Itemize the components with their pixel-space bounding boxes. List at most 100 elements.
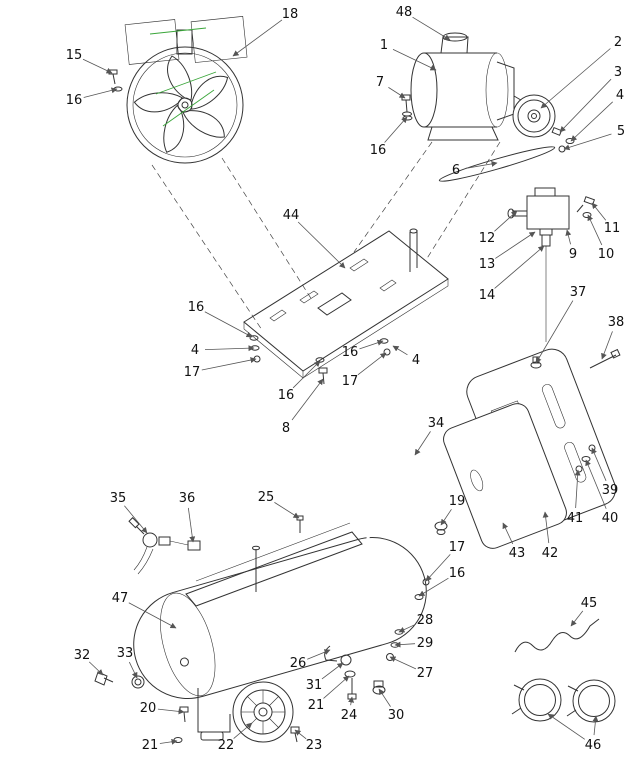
part-label-28: 28	[417, 613, 434, 628]
part-label-23: 23	[306, 738, 323, 753]
part-label-17: 17	[449, 540, 466, 555]
part-label-16: 16	[342, 345, 359, 360]
part-label-4: 4	[616, 88, 624, 103]
drain-valve-assembly	[128, 517, 201, 575]
leader-line-27	[389, 656, 417, 670]
leader-line-3	[559, 78, 612, 133]
power-cable	[514, 618, 600, 653]
leader-line-20	[157, 708, 185, 715]
fan-washer-16	[113, 86, 123, 92]
part-label-33: 33	[117, 646, 134, 661]
leader-line-47	[128, 602, 177, 629]
part-label-32: 32	[74, 648, 91, 663]
baseplate	[243, 228, 449, 385]
pulley-fasteners	[551, 126, 575, 153]
part-label-39: 39	[602, 483, 619, 498]
part-label-29: 29	[417, 636, 434, 651]
switch-screws	[576, 196, 596, 218]
leader-line-39	[591, 447, 607, 481]
leader-line-16	[292, 360, 321, 389]
wheel	[232, 681, 300, 743]
leader-line-12	[494, 210, 518, 232]
fitting-32	[94, 671, 114, 686]
part-label-4: 4	[412, 353, 420, 368]
leader-line-8	[291, 378, 324, 421]
part-label-1: 1	[380, 38, 388, 53]
part-label-21: 21	[142, 738, 159, 753]
leader-line-29	[394, 641, 416, 648]
leader-line-9	[565, 229, 572, 245]
leader-line-21	[323, 675, 350, 699]
part-label-18: 18	[282, 7, 299, 22]
leader-line-37	[535, 300, 574, 364]
part-label-48: 48	[396, 5, 413, 20]
fan	[126, 46, 244, 164]
hose-coil-right	[566, 679, 616, 723]
motor	[410, 32, 527, 141]
part-label-38: 38	[608, 315, 625, 330]
part-label-31: 31	[306, 678, 323, 693]
part-label-16: 16	[66, 93, 83, 108]
leader-line-25	[274, 502, 300, 519]
part-label-25: 25	[258, 490, 275, 505]
leader-line-40	[585, 459, 607, 509]
leader-line-41	[574, 469, 581, 509]
cap-nut-33	[131, 675, 145, 689]
leader-line-23	[294, 729, 307, 740]
part-label-5: 5	[617, 124, 625, 139]
part-label-17: 17	[342, 374, 359, 389]
part-label-16: 16	[449, 566, 466, 581]
leader-line-45	[570, 610, 584, 627]
leader-line-34	[414, 431, 431, 456]
leader-line-36	[187, 507, 196, 543]
drain-fitting-36	[187, 540, 201, 551]
leader-line-38	[601, 331, 613, 360]
leader-line-14	[494, 245, 545, 289]
leader-line-43	[502, 522, 514, 545]
leader-line-24	[348, 696, 355, 706]
cylinder-head-center	[176, 29, 193, 55]
leader-line-13	[495, 231, 536, 259]
leader-line-35	[124, 505, 148, 534]
part-label-13: 13	[479, 257, 496, 272]
leader-line-4	[392, 345, 408, 356]
part-label-43: 43	[509, 546, 526, 561]
part-label-6: 6	[452, 163, 460, 178]
leader-line-17	[425, 554, 451, 582]
hose-coil-left	[511, 678, 562, 722]
part-label-15: 15	[66, 48, 83, 63]
leader-line-17	[201, 357, 257, 371]
leader-line-26	[307, 649, 331, 660]
leader-line-31	[321, 662, 344, 680]
leader-line-4	[204, 345, 255, 352]
leader-line-16	[204, 311, 253, 338]
part-label-16: 16	[370, 143, 387, 158]
part-label-4: 4	[191, 343, 199, 358]
part-label-36: 36	[179, 491, 196, 506]
leader-line-42	[542, 511, 550, 544]
drive-belt	[438, 146, 556, 182]
part-label-22: 22	[218, 738, 235, 753]
part-label-41: 41	[567, 511, 584, 526]
part-label-8: 8	[282, 421, 290, 436]
wheel-spokes	[241, 690, 285, 734]
part-label-16: 16	[278, 388, 295, 403]
leader-line-22	[233, 722, 253, 739]
part-label-44: 44	[283, 208, 300, 223]
leader-line-28	[398, 623, 417, 633]
cylinder-fins-right	[190, 16, 248, 63]
part-label-14: 14	[479, 288, 496, 303]
belt-guard-front	[443, 403, 567, 549]
part-label-17: 17	[184, 365, 201, 380]
platform-stud-25	[296, 515, 304, 533]
leader-line-17	[357, 352, 387, 376]
baseplate-pipe	[409, 228, 418, 272]
part-label-47: 47	[112, 591, 129, 606]
part-label-10: 10	[598, 247, 615, 262]
leader-line-30	[378, 688, 391, 707]
tank-port	[179, 657, 189, 667]
motor-terminal-box	[440, 32, 469, 54]
part-label-45: 45	[581, 596, 598, 611]
pressure-switch	[507, 187, 596, 342]
